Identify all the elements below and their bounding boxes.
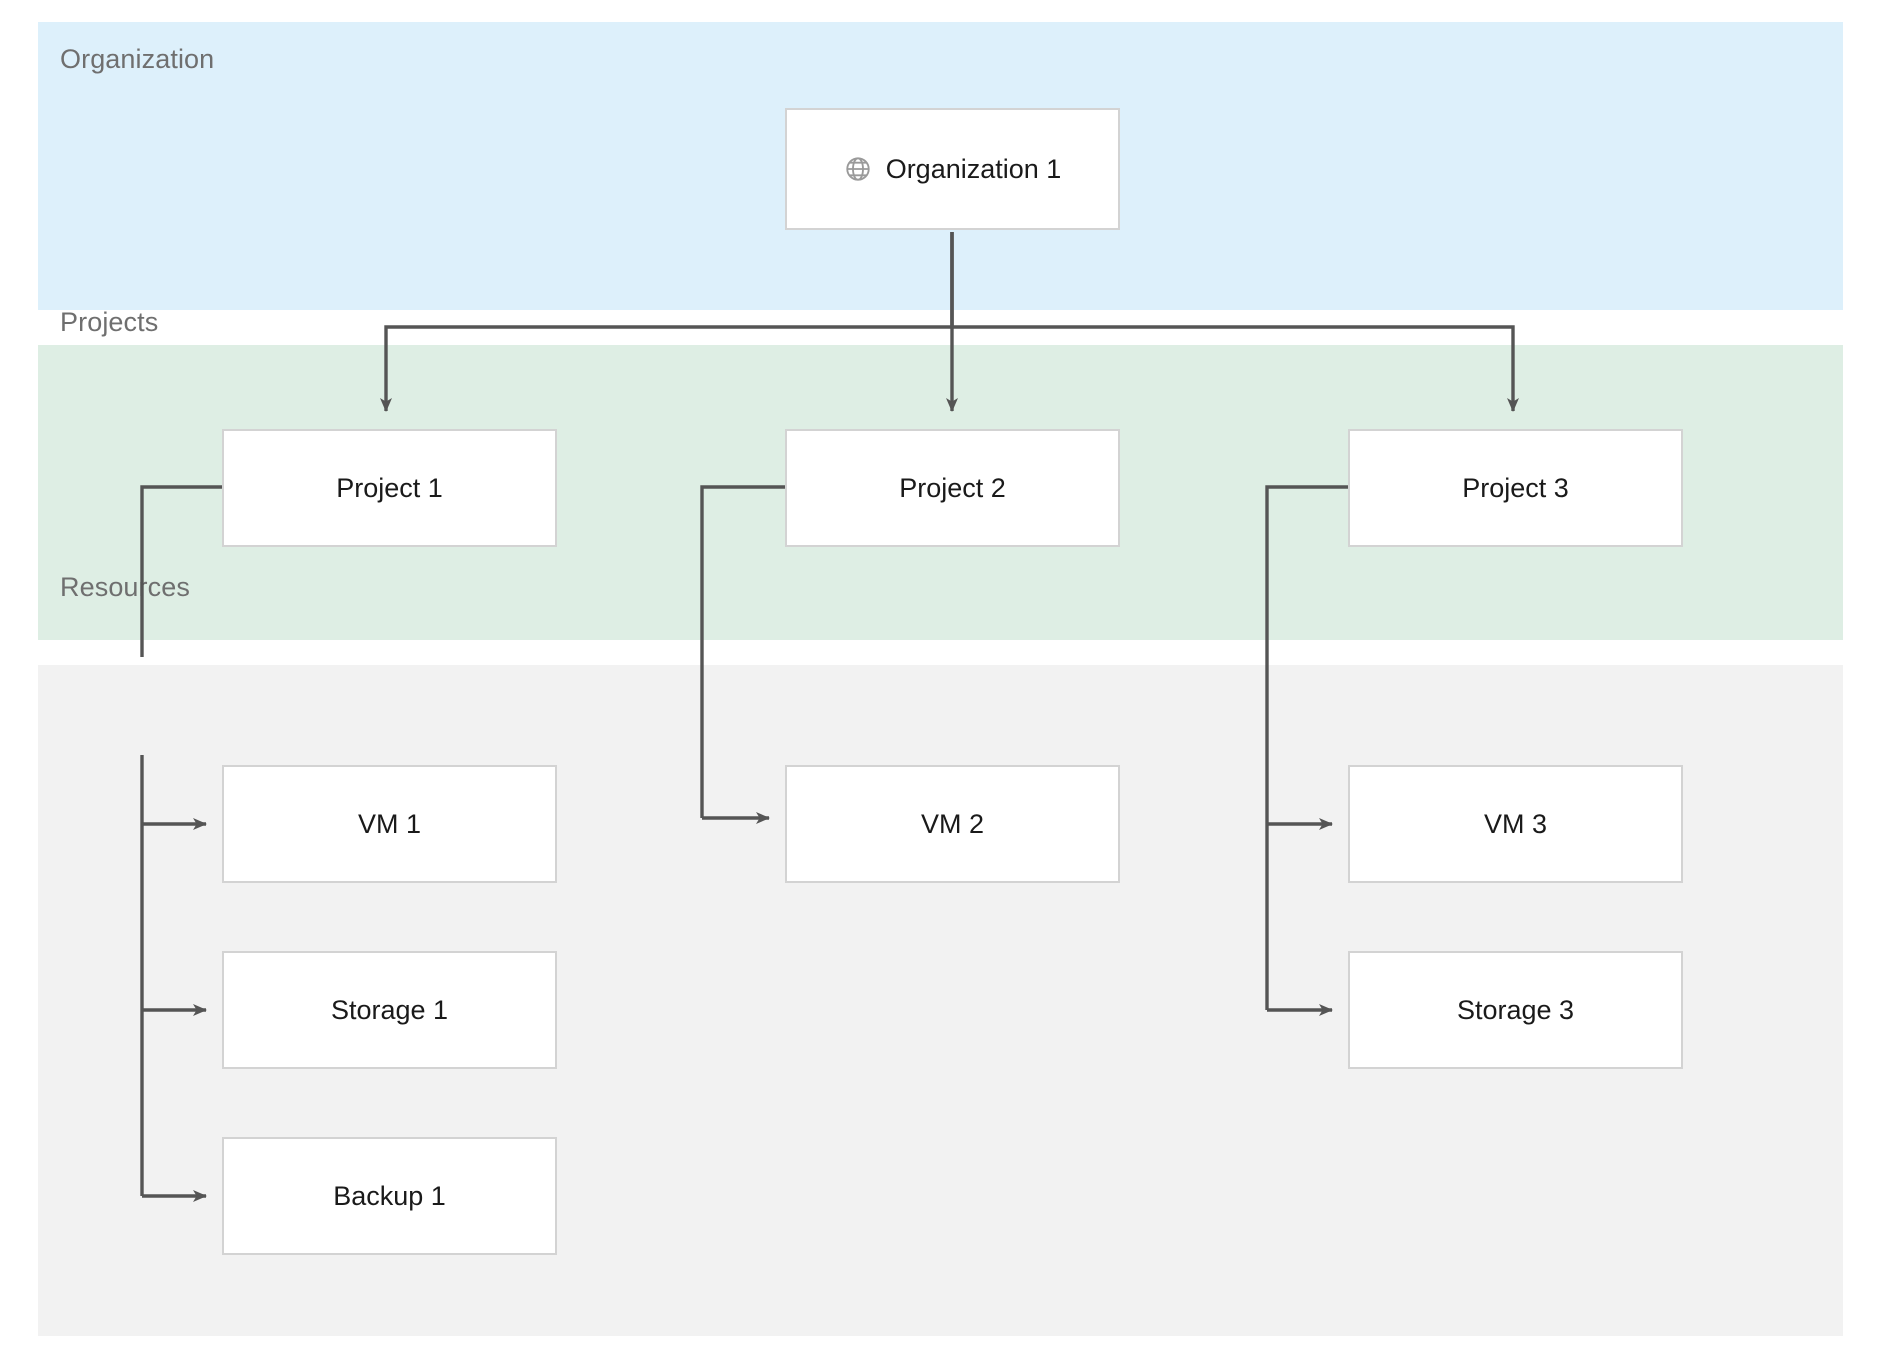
- node-vm-2[interactable]: VM 2: [785, 765, 1120, 883]
- node-label: Backup 1: [333, 1180, 446, 1211]
- node-label: Project 1: [336, 472, 443, 503]
- node-storage-3[interactable]: Storage 3: [1348, 951, 1683, 1069]
- node-project-1[interactable]: Project 1: [222, 429, 557, 547]
- node-backup-1[interactable]: Backup 1: [222, 1137, 557, 1255]
- swimlane-label-resources: Resources: [60, 572, 190, 602]
- node-label: VM 2: [920, 808, 985, 839]
- node-project-2[interactable]: Project 2: [785, 429, 1120, 547]
- node-label: VM 1: [357, 808, 422, 839]
- node-label: VM 3: [1483, 808, 1548, 839]
- node-vm-3[interactable]: VM 3: [1348, 765, 1683, 883]
- swimlane-label-organization: Organization: [60, 44, 215, 74]
- node-label: Storage 1: [330, 994, 449, 1025]
- node-storage-1[interactable]: Storage 1: [222, 951, 557, 1069]
- node-organization-1[interactable]: Organization 1: [785, 108, 1120, 230]
- node-label: Storage 3: [1456, 994, 1575, 1025]
- node-label: Organization 1: [885, 153, 1062, 184]
- globe-icon: [844, 155, 872, 183]
- node-label: Project 3: [1462, 472, 1569, 503]
- swimlane-label-projects: Projects: [60, 307, 159, 337]
- node-project-3[interactable]: Project 3: [1348, 429, 1683, 547]
- node-label: Project 2: [899, 472, 1006, 503]
- node-vm-1[interactable]: VM 1: [222, 765, 557, 883]
